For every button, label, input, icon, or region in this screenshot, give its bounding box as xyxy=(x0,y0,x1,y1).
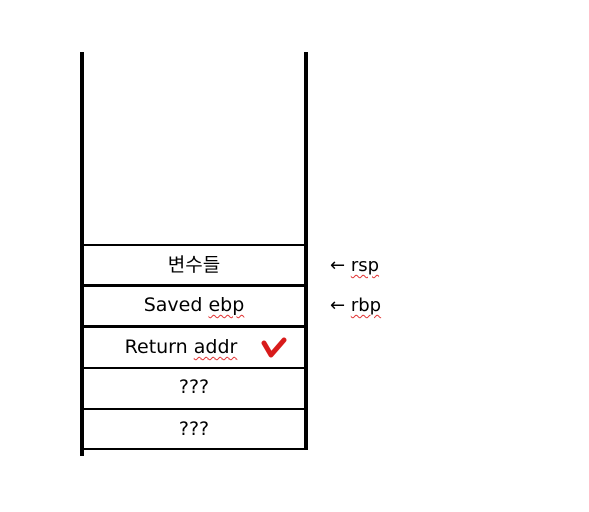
stack-cell-label: ??? xyxy=(178,418,210,440)
stack-cell-unknown: ??? xyxy=(84,417,304,441)
rsp-label: rsp xyxy=(350,255,380,276)
stack-cell-return-addr: Return addr xyxy=(84,335,278,359)
stack-cell-label: ??? xyxy=(178,376,210,398)
stack-cell-label: Return xyxy=(124,336,194,358)
stack-separator xyxy=(84,408,304,410)
stack-cell-label: 변수들 xyxy=(167,254,221,276)
stack-separator xyxy=(84,284,304,287)
stack-right-wall xyxy=(304,52,308,450)
stack-cell-unknown: ??? xyxy=(84,375,304,399)
check-mark-icon xyxy=(261,337,287,358)
stack-cell-label-suffix: ebp xyxy=(208,294,245,316)
left-arrow-icon: ← xyxy=(330,295,346,316)
stack-cell-label-suffix: addr xyxy=(193,336,238,358)
stack-separator xyxy=(84,367,304,369)
stack-separator-top xyxy=(84,244,304,246)
stack-cell-saved-ebp: Saved ebp xyxy=(84,293,304,317)
stack-left-wall xyxy=(80,52,84,456)
rbp-label: rbp xyxy=(350,295,382,316)
stack-separator-bottom xyxy=(84,448,304,450)
stack-cell-local-variables: 변수들 xyxy=(84,253,304,277)
stack-cell-label: Saved xyxy=(143,294,209,316)
rsp-pointer: ← rsp xyxy=(330,254,379,278)
stack-separator xyxy=(84,325,304,328)
left-arrow-icon: ← xyxy=(330,255,346,276)
rbp-pointer: ← rbp xyxy=(330,294,381,318)
